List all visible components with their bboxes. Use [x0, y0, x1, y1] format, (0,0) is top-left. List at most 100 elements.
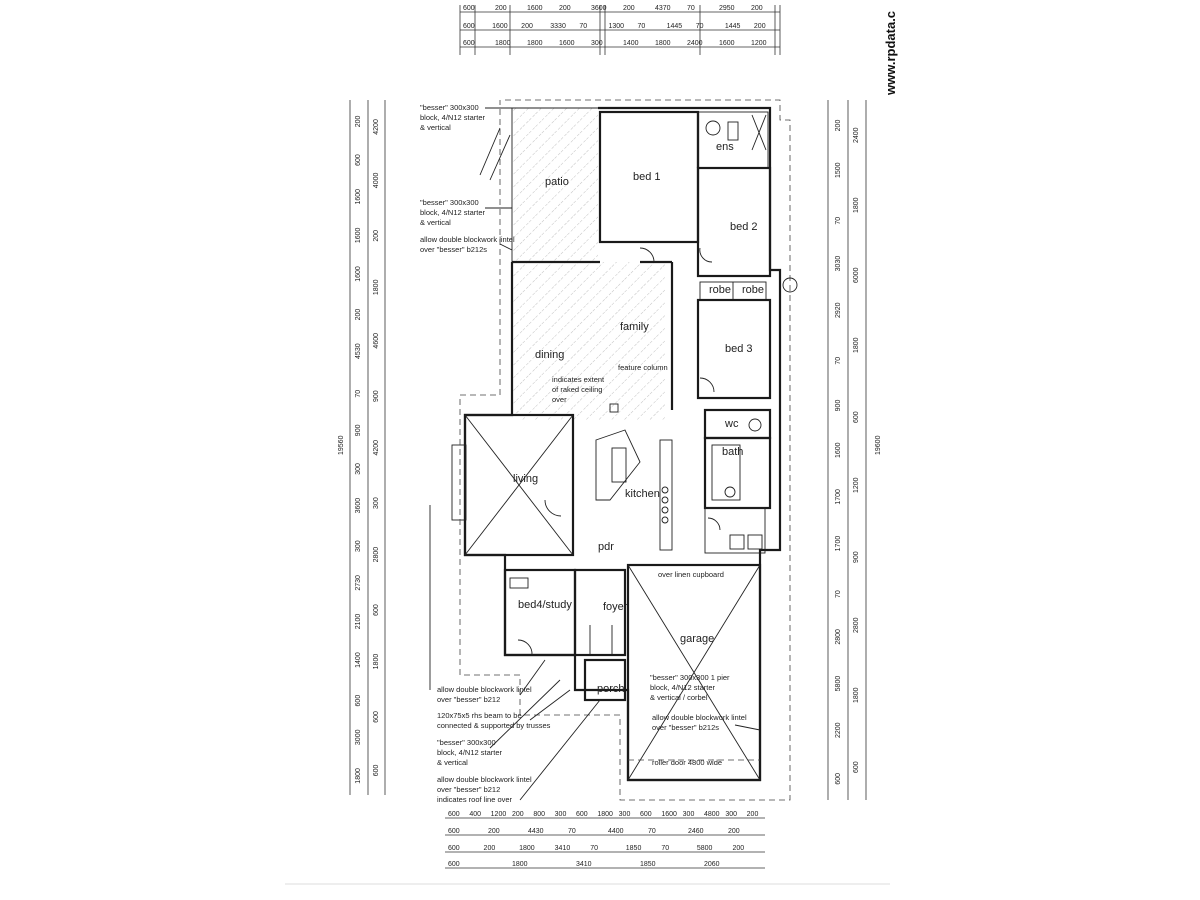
left-total-dimension: 19560 — [338, 435, 345, 455]
room-label-garage: garage — [680, 633, 714, 645]
dimension-label: 300 — [683, 811, 695, 818]
room-label-porch: porch — [597, 683, 625, 695]
dimension-label: 300 — [355, 463, 362, 475]
dimension-label: 1800 — [853, 687, 860, 703]
svg-text:block, 4/N12 starter: block, 4/N12 starter — [650, 683, 716, 692]
dimension-label: 200 — [512, 811, 524, 818]
dimension-label: 200 — [488, 828, 500, 835]
dimension-label: 300 — [373, 497, 380, 509]
note-besser-bottom: "besser" 300x300 block, 4/N12 starter & … — [437, 738, 503, 767]
dimension-label: 4370 — [655, 5, 671, 12]
right-total-dimension: 19600 — [875, 435, 882, 455]
dimension-label: 1800 — [655, 40, 671, 47]
dimension-label: 70 — [696, 23, 704, 30]
dimension-label: 4430 — [528, 828, 544, 835]
dimension-label: 200 — [484, 845, 496, 852]
svg-text:block, 4/N12 starter: block, 4/N12 starter — [437, 748, 503, 757]
dimension-label: 1400 — [623, 40, 639, 47]
dimension-label: 70 — [590, 845, 598, 852]
dimension-label: 600 — [640, 811, 652, 818]
svg-text:allow double blockwork lintel: allow double blockwork lintel — [420, 235, 515, 244]
dimension-label: 600 — [373, 711, 380, 723]
dimension-label: 200 — [754, 23, 766, 30]
dimension-label: 70 — [687, 5, 695, 12]
dimension-label: 4200 — [373, 119, 380, 135]
dimension-label: 200 — [495, 5, 507, 12]
dimension-label: 1400 — [355, 652, 362, 668]
dimension-label: 1600 — [355, 227, 362, 243]
svg-text:indicates roof line over: indicates roof line over — [437, 795, 513, 804]
dimension-label: 600 — [463, 23, 475, 30]
dimension-label: 1300 — [608, 23, 624, 30]
dimension-label: 70 — [835, 357, 842, 365]
dimension-label: 300 — [619, 811, 631, 818]
svg-text:of raked ceiling: of raked ceiling — [552, 385, 602, 394]
dimension-label: 4400 — [608, 828, 624, 835]
dimension-label: 4200 — [373, 440, 380, 456]
dimension-label: 900 — [355, 424, 362, 436]
dimension-label: 400 — [469, 811, 481, 818]
room-label-robe-2: robe — [742, 284, 764, 296]
dimension-label: 1800 — [373, 654, 380, 670]
dimension-label: 200 — [751, 5, 763, 12]
watermark-text: www.rpdata.c — [883, 11, 898, 96]
dimension-label: 70 — [355, 390, 362, 398]
dimension-label: 3000 — [355, 729, 362, 745]
dimension-label: 2460 — [688, 828, 704, 835]
svg-text:& vertical / corbel: & vertical / corbel — [650, 693, 708, 702]
dimension-label: 2400 — [853, 127, 860, 143]
dimension-label: 5800 — [697, 845, 713, 852]
note-lintel-bottom-1: allow double blockwork lintel over "bess… — [437, 685, 532, 704]
dimension-label: 1800 — [355, 768, 362, 784]
dimension-label: 200 — [747, 811, 759, 818]
dimension-label: 800 — [533, 811, 545, 818]
svg-text:"besser" 300x300: "besser" 300x300 — [420, 198, 479, 207]
room-label-bed1: bed 1 — [633, 171, 661, 183]
room-label-bed4-study: bed4/study — [518, 599, 572, 611]
room-label-robe-1: robe — [709, 284, 731, 296]
dimension-label: 600 — [448, 828, 460, 835]
dimension-label: 600 — [355, 154, 362, 166]
dimension-label: 1500 — [835, 162, 842, 178]
dimension-label: 70 — [661, 845, 669, 852]
dimension-label: 1600 — [355, 266, 362, 282]
dimension-label: 1600 — [527, 5, 543, 12]
note-lintel-bottom-2: allow double blockwork lintel over "bess… — [437, 775, 532, 804]
dimension-label: 1600 — [559, 40, 575, 47]
svg-text:allow double blockwork lintel: allow double blockwork lintel — [652, 713, 747, 722]
svg-text:over "besser" b212: over "besser" b212 — [437, 695, 500, 704]
room-label-foyer: foyer — [603, 601, 628, 613]
dimension-label: 2950 — [719, 5, 735, 12]
dimension-label: 1800 — [853, 337, 860, 353]
dimension-label: 3600 — [355, 498, 362, 514]
dimension-label: 1700 — [835, 489, 842, 505]
dimension-label: 5800 — [835, 676, 842, 692]
room-label-wc: wc — [724, 418, 739, 430]
svg-text:block, 4/N12 starter: block, 4/N12 starter — [420, 113, 486, 122]
dimension-label: 200 — [355, 309, 362, 321]
note-garage-block: "besser" 300x300 1 pier block, 4/N12 sta… — [650, 673, 730, 702]
dimension-label: 1800 — [527, 40, 543, 47]
dimension-label: 600 — [448, 845, 460, 852]
dimension-label: 300 — [555, 811, 567, 818]
dimension-label: 600 — [853, 761, 860, 773]
dimension-label: 3410 — [555, 845, 571, 852]
svg-text:allow double blockwork lintel: allow double blockwork lintel — [437, 685, 532, 694]
dimension-label: 600 — [853, 411, 860, 423]
dimension-label: 600 — [448, 811, 460, 818]
leader-lines — [429, 107, 761, 801]
dimension-label: 6000 — [853, 267, 860, 283]
dimension-label: 600 — [355, 695, 362, 707]
dimension-label: 3600 — [591, 5, 607, 12]
dimension-label: 1200 — [751, 40, 767, 47]
dimension-label: 600 — [463, 40, 475, 47]
dimension-label: 1800 — [519, 845, 535, 852]
dimension-label: 2200 — [835, 722, 842, 738]
raked-ceiling-hatch — [512, 262, 665, 420]
dimension-label: 900 — [373, 390, 380, 402]
dimension-label: 200 — [835, 120, 842, 132]
dimension-label: 70 — [648, 828, 656, 835]
